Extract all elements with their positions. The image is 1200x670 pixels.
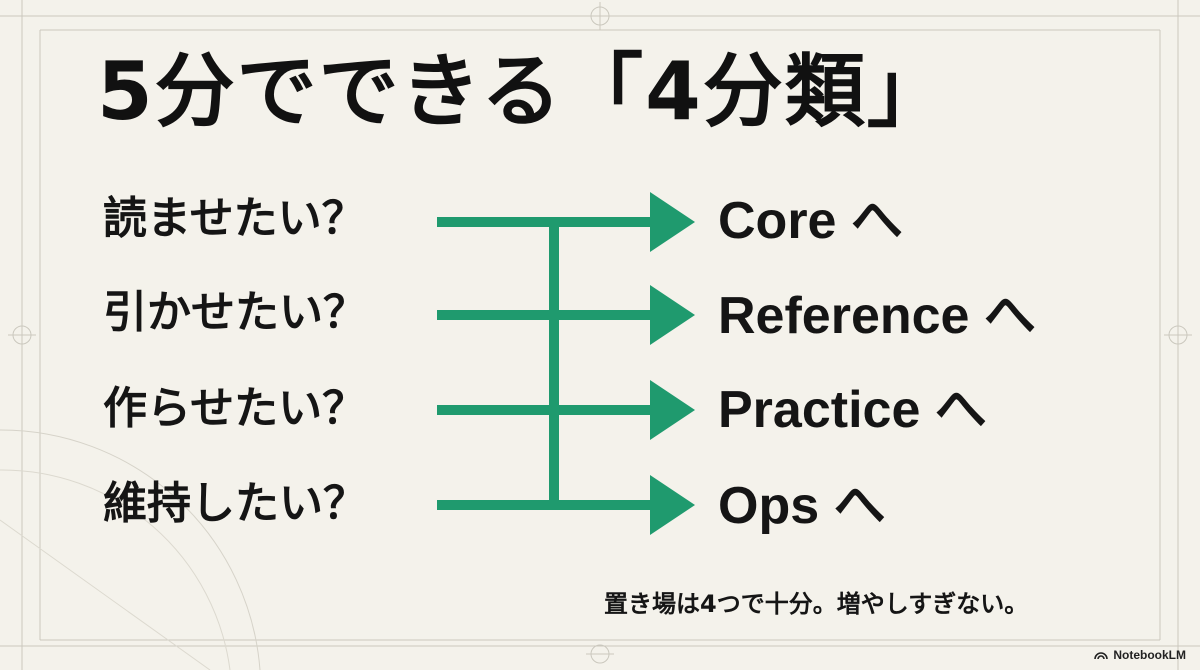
arrow-head-reference [650,285,695,345]
brand-name: NotebookLM [1113,648,1186,662]
arrow-shaft-practice [437,405,655,415]
footnote: 置き場は4つで十分。増やしすぎない。 [604,590,1029,618]
question-practice: 作らせたい？ [103,383,367,434]
question-reference: 引かせたい？ [103,287,367,338]
destination-ops: Ops へ [718,477,886,535]
arrow-shaft-ops [437,500,655,510]
brand-watermark: NotebookLM [1094,648,1186,662]
question-ops: 維持したい？ [103,478,367,529]
arrow-shaft-reference [437,310,655,320]
vertical-connector [549,217,559,510]
arrow-shaft-core [437,217,655,227]
arrow-head-core [650,192,695,252]
notebooklm-logo-icon [1094,652,1109,660]
slide-title: 5分でできる「4分類」 [97,45,949,138]
destination-reference: Reference へ [718,287,1036,345]
arrow-head-practice [650,380,695,440]
destination-practice: Practice へ [718,381,987,439]
arrow-head-ops [650,475,695,535]
question-read: 読ませたい？ [103,193,366,244]
destination-core: Core へ [718,192,903,250]
